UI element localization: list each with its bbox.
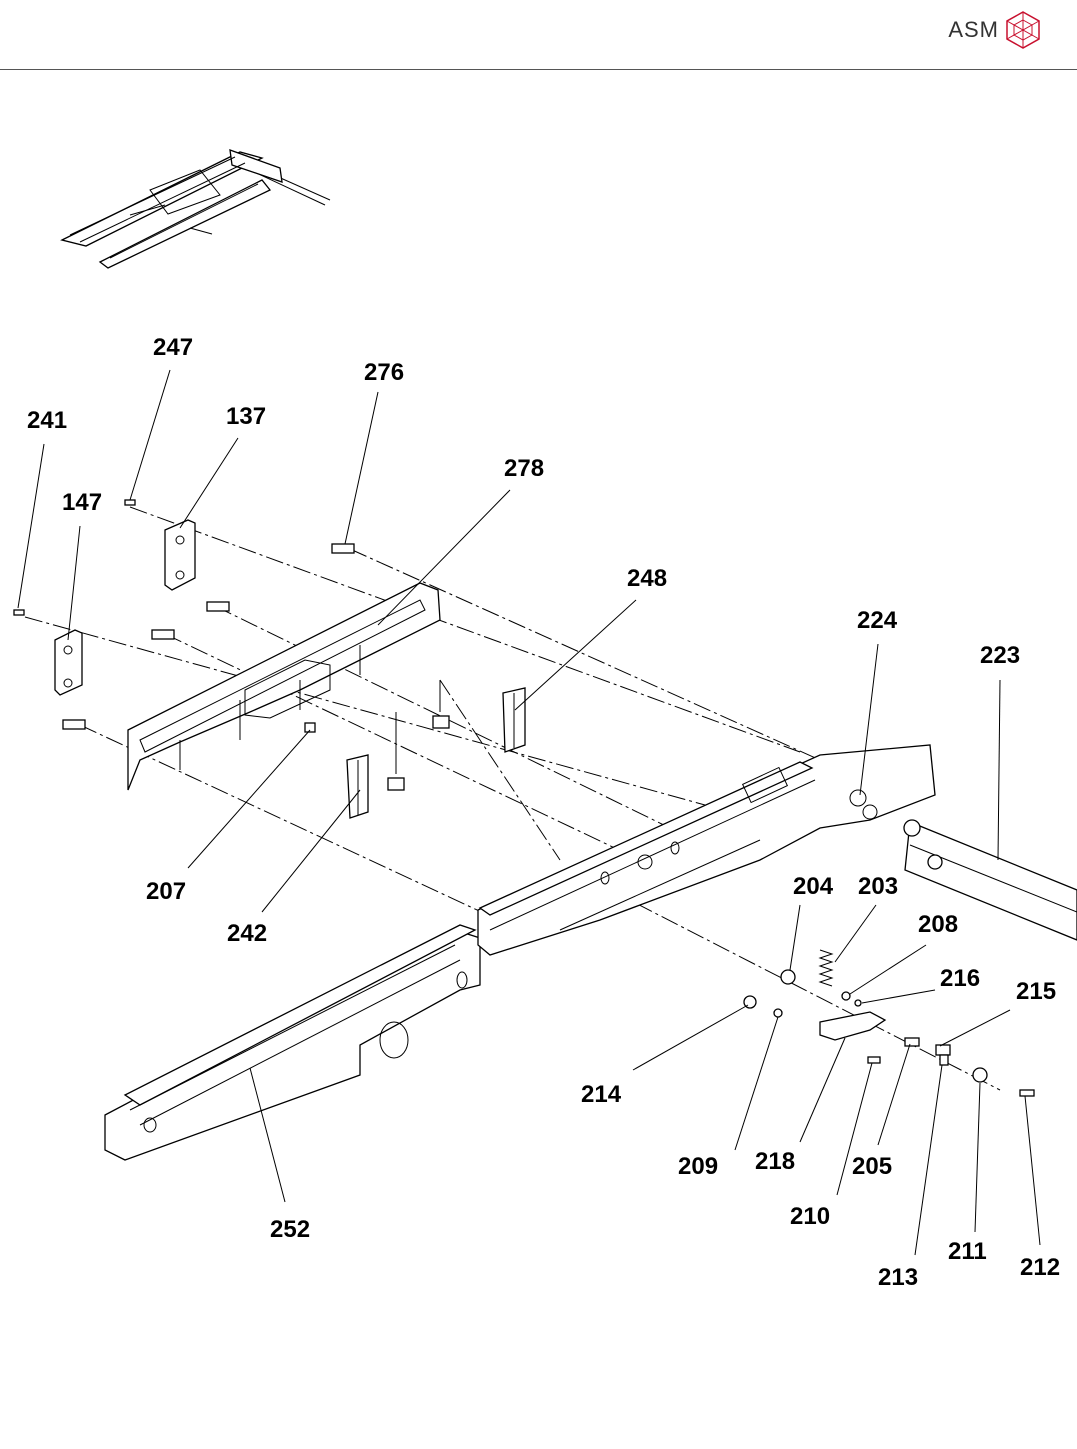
callout-208: 208 bbox=[918, 911, 958, 938]
part-276-pad bbox=[332, 544, 354, 553]
part-215-sleeve bbox=[936, 1045, 950, 1055]
callout-248: 248 bbox=[627, 565, 667, 592]
callout-241: 241 bbox=[27, 407, 67, 434]
callout-214: 214 bbox=[581, 1081, 622, 1108]
pad-a bbox=[207, 602, 229, 611]
callout-252: 252 bbox=[270, 1216, 310, 1243]
part-205-bushing bbox=[905, 1038, 919, 1046]
callout-205: 205 bbox=[852, 1153, 892, 1180]
nut-block-b bbox=[388, 778, 404, 790]
callout-204: 204 bbox=[793, 873, 834, 900]
part-247-pin bbox=[125, 500, 135, 505]
callout-218: 218 bbox=[755, 1148, 795, 1175]
nut-block-a bbox=[433, 716, 449, 728]
part-209-washer bbox=[774, 1009, 782, 1017]
callout-211: 211 bbox=[948, 1238, 987, 1265]
callout-215: 215 bbox=[1016, 978, 1056, 1005]
callout-203: 203 bbox=[858, 873, 898, 900]
part-210-pin bbox=[868, 1057, 880, 1063]
callout-147: 147 bbox=[62, 489, 102, 516]
callout-137: 137 bbox=[226, 403, 266, 430]
part-212-screw bbox=[1020, 1090, 1034, 1096]
part-252-rail bbox=[105, 925, 480, 1160]
callout-276: 276 bbox=[364, 359, 404, 386]
part-213-spacer bbox=[940, 1055, 948, 1065]
part-248-guide bbox=[503, 688, 525, 752]
part-242-guide bbox=[347, 755, 368, 818]
callout-247: 247 bbox=[153, 334, 193, 361]
callout-labels: 247 276 241 137 278 147 248 224 223 207 … bbox=[27, 334, 1060, 1291]
part-216-ball bbox=[855, 1000, 861, 1006]
callout-210: 210 bbox=[790, 1203, 830, 1230]
callout-223: 223 bbox=[980, 642, 1020, 669]
callout-209: 209 bbox=[678, 1153, 718, 1180]
callout-213: 213 bbox=[878, 1264, 918, 1291]
part-211-washer bbox=[973, 1068, 987, 1082]
pad-b bbox=[152, 630, 174, 639]
assembly-overview-thumbnail bbox=[62, 150, 330, 268]
callout-216: 216 bbox=[940, 965, 980, 992]
part-241-pin bbox=[14, 610, 24, 615]
part-208-ring bbox=[842, 992, 850, 1000]
callout-224: 224 bbox=[857, 607, 898, 634]
part-218-lever bbox=[820, 1012, 885, 1040]
callout-212: 212 bbox=[1020, 1254, 1060, 1281]
lever-assembly bbox=[744, 950, 1034, 1096]
part-204-washer bbox=[781, 970, 795, 984]
callout-207: 207 bbox=[146, 878, 186, 905]
callout-242: 242 bbox=[227, 920, 267, 947]
pad-c bbox=[63, 720, 85, 729]
part-203-spring bbox=[820, 950, 832, 986]
main-beam bbox=[478, 745, 935, 955]
callout-278: 278 bbox=[504, 455, 544, 482]
part-137-plate bbox=[165, 520, 195, 590]
